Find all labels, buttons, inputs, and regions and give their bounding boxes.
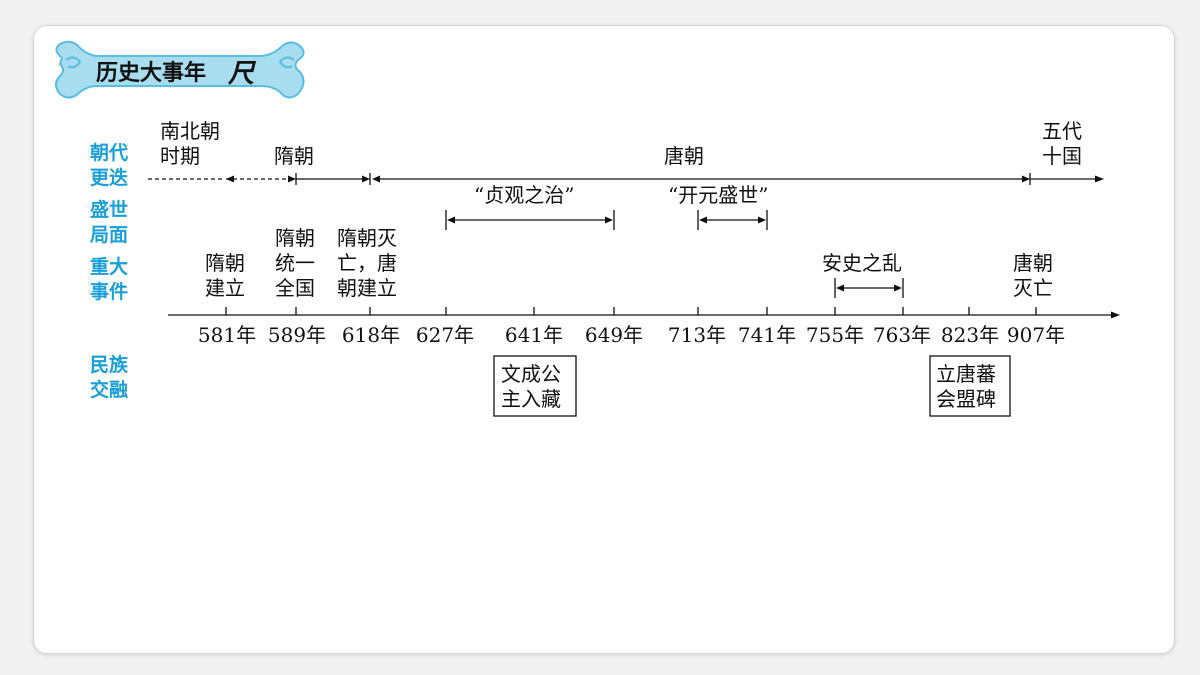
- integration-boxes: 文成公 主入藏 立唐蕃 会盟碑: [493, 355, 1011, 417]
- event-sui-founded-line2: 建立: [205, 276, 245, 300]
- title-badge: 历史大事年 尺: [55, 40, 305, 99]
- event-sui-unify-line2: 统一: [275, 251, 315, 275]
- anshi-span: [834, 278, 904, 298]
- year-label: 589年: [268, 323, 326, 347]
- category-integration-line2: 交融: [90, 378, 128, 401]
- arrow-left-icon: [226, 175, 234, 183]
- dynasty-line: [148, 173, 1104, 185]
- year-labels: 581年 589年 618年 627年 641年 649年 713年 741年 …: [198, 323, 1065, 347]
- dynasty-tang: 唐朝: [664, 144, 704, 168]
- arrow-right-icon: [1022, 175, 1030, 183]
- arrow-right-icon: [894, 284, 902, 292]
- year-label: 641年: [505, 323, 563, 347]
- event-tang-founded-line2: 亡，唐: [337, 251, 397, 275]
- arrow-right-icon: [1095, 175, 1104, 183]
- title-badge-shape: [55, 40, 305, 99]
- prosperity-kaiyuan-label: “开元盛世”: [668, 183, 768, 207]
- arrow-right-icon: [362, 175, 370, 183]
- year-label: 763年: [873, 323, 931, 347]
- badge-scroll-left-icon: [65, 56, 82, 69]
- dynasty-nanbei-line1: 南北朝: [160, 119, 220, 143]
- prosperity-zhenguan-label: “贞观之治”: [474, 183, 574, 207]
- events: 隋朝 建立 隋朝 统一 全国 隋朝灭 亡，唐 朝建立 安史之乱 唐朝 灭亡: [205, 226, 1053, 300]
- prosperity-spans: “贞观之治” “开元盛世”: [445, 183, 768, 230]
- year-label: 581年: [198, 323, 256, 347]
- event-tang-founded-line1: 隋朝灭: [337, 226, 397, 250]
- integration-stele-line2: 会盟碑: [936, 387, 996, 411]
- box-wencheng: [493, 355, 577, 417]
- year-label: 741年: [738, 323, 796, 347]
- content-card: [33, 25, 1175, 654]
- event-anshi-rebellion: 安史之乱: [822, 251, 902, 275]
- category-dynasty-line1: 朝代: [90, 142, 128, 164]
- integration-stele-line1: 立唐蕃: [936, 362, 996, 386]
- arrow-left-icon: [836, 284, 844, 292]
- arrow-left-icon: [372, 175, 380, 183]
- axis-arrow-icon: [1111, 311, 1120, 319]
- dynasty-wudai-line2: 十国: [1042, 144, 1082, 168]
- box-tangbo-stele: [929, 355, 1011, 417]
- year-label: 618年: [342, 323, 400, 347]
- event-sui-founded-line1: 隋朝: [205, 251, 245, 275]
- year-label: 823年: [941, 323, 999, 347]
- integration-wencheng-line1: 文成公: [501, 362, 561, 386]
- arrow-right-icon: [288, 175, 296, 183]
- year-label: 649年: [585, 323, 643, 347]
- dynasty-nanbei-line2: 时期: [160, 144, 200, 168]
- dynasty-labels: 南北朝 时期 隋朝 唐朝 五代 十国: [160, 119, 1082, 168]
- event-tang-fall-line2: 灭亡: [1013, 276, 1053, 300]
- event-tang-founded-line3: 朝建立: [337, 276, 397, 300]
- year-label: 627年: [416, 323, 474, 347]
- integration-wencheng-line2: 主入藏: [501, 387, 561, 411]
- category-prosperity-line1: 盛世: [90, 198, 128, 221]
- year-label: 713年: [668, 323, 726, 347]
- arrow-right-icon: [605, 216, 613, 224]
- category-prosperity-line2: 局面: [90, 224, 128, 246]
- category-events-line1: 重大: [90, 255, 128, 278]
- event-sui-unify-line1: 隋朝: [275, 226, 315, 250]
- event-tang-fall-line1: 唐朝: [1013, 251, 1053, 275]
- category-labels: 朝代 更迭 盛世 局面 重大 事件 民族 交融: [90, 142, 129, 401]
- category-events-line2: 事件: [90, 280, 128, 303]
- arrow-right-icon: [758, 216, 766, 224]
- year-label: 907年: [1007, 323, 1065, 347]
- dynasty-sui: 隋朝: [274, 144, 314, 168]
- main-axis: [168, 307, 1120, 319]
- year-label: 755年: [806, 323, 864, 347]
- category-dynasty-line2: 更迭: [90, 167, 128, 189]
- title-text: 历史大事年: [96, 60, 206, 86]
- category-integration-line1: 民族: [90, 353, 129, 376]
- arrow-left-icon: [699, 216, 707, 224]
- event-sui-unify-line3: 全国: [275, 276, 315, 300]
- arrow-left-icon: [447, 216, 455, 224]
- badge-scroll-right-icon: [278, 56, 295, 69]
- dynasty-wudai-line1: 五代: [1042, 119, 1082, 143]
- title-glyph: 尺: [227, 59, 257, 89]
